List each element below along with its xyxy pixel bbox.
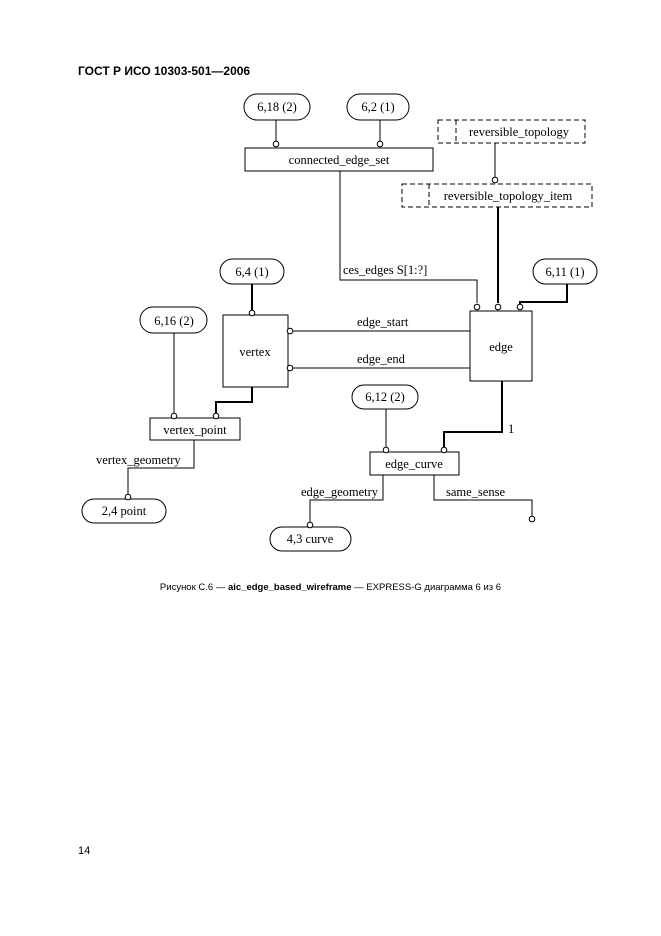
connected-edge-set-label: connected_edge_set	[289, 153, 390, 167]
edge-end-label: edge_end	[357, 352, 406, 366]
ref-oval-6-12	[351, 384, 419, 410]
edge-start-label: edge_start	[357, 315, 409, 329]
figure-caption: Рисунок С.6 — aic_edge_based_wireframe —…	[0, 582, 661, 593]
ces-edges-label: ces_edges S[1:?]	[343, 263, 427, 277]
connected-edge-set-box	[244, 147, 434, 172]
ref-oval-2-4	[81, 498, 167, 524]
ref-6-4-label: 6,4 (1)	[235, 265, 268, 279]
cardinality-one-label: 1	[508, 422, 514, 436]
document-header: ГОСТ Р ИСО 10303-501—2006	[78, 64, 251, 78]
ref-oval-6-11	[532, 258, 598, 285]
reversible-topology-item-label: reversible_topology_item	[444, 189, 573, 203]
ref-6-12-label: 6,12 (2)	[365, 390, 405, 404]
same-sense-label: same_sense	[446, 485, 505, 499]
ref-4-3-curve-label: 4,3 curve	[287, 532, 334, 546]
edge-curve-label: edge_curve	[385, 457, 443, 471]
vertex-box	[222, 314, 289, 388]
ref-oval-6-18	[243, 93, 311, 121]
vertex-geometry-label: vertex_geometry	[96, 453, 181, 467]
ref-6-18-label: 6,18 (2)	[257, 100, 297, 114]
reversible-topology-box	[437, 119, 586, 144]
edge-label: edge	[489, 340, 513, 354]
ref-6-2-label: 6,2 (1)	[361, 100, 394, 114]
edge-geometry-label: edge_geometry	[301, 485, 379, 499]
vertex-point-box	[149, 417, 241, 441]
ref-6-11-label: 6,11 (1)	[545, 265, 584, 279]
vertex-label: vertex	[239, 345, 271, 359]
caption-schema-name: aic_edge_based_wireframe	[227, 582, 352, 593]
vertex-point-label: vertex_point	[163, 423, 227, 437]
ref-6-16-label: 6,16 (2)	[154, 314, 194, 328]
reversible-topology-label: reversible_topology	[469, 125, 570, 139]
caption-prefix: Рисунок С.6 —	[159, 582, 226, 593]
page-number: 14	[78, 845, 91, 857]
ref-oval-6-2	[346, 93, 410, 121]
caption-suffix: — EXPRESS-G диаграмма 6 из 6	[354, 582, 502, 593]
ref-2-4-point-label: 2,4 point	[102, 504, 147, 518]
edge-curve-box	[369, 451, 460, 476]
